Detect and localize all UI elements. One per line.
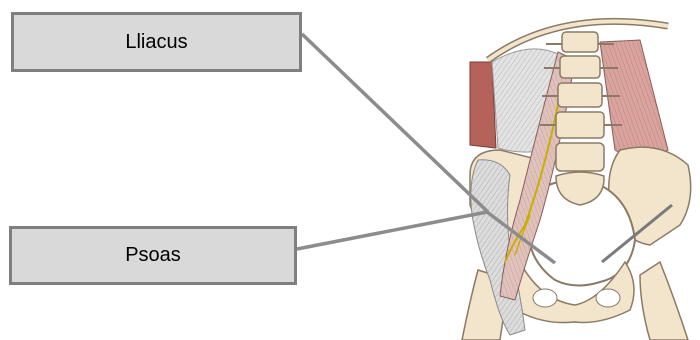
obturator-right (596, 289, 620, 307)
quadratus-lumborum-left (470, 62, 496, 148)
leader-line-iliacus (302, 34, 488, 212)
iliacus-label-box: Lliacus (11, 12, 302, 72)
femur-right (640, 262, 688, 340)
iliacus-label: Lliacus (125, 31, 187, 54)
obturator-left (533, 289, 557, 307)
psoas-label: Psoas (125, 244, 181, 267)
leader-line-psoas (297, 212, 487, 249)
psoas-label-box: Psoas (9, 226, 297, 285)
